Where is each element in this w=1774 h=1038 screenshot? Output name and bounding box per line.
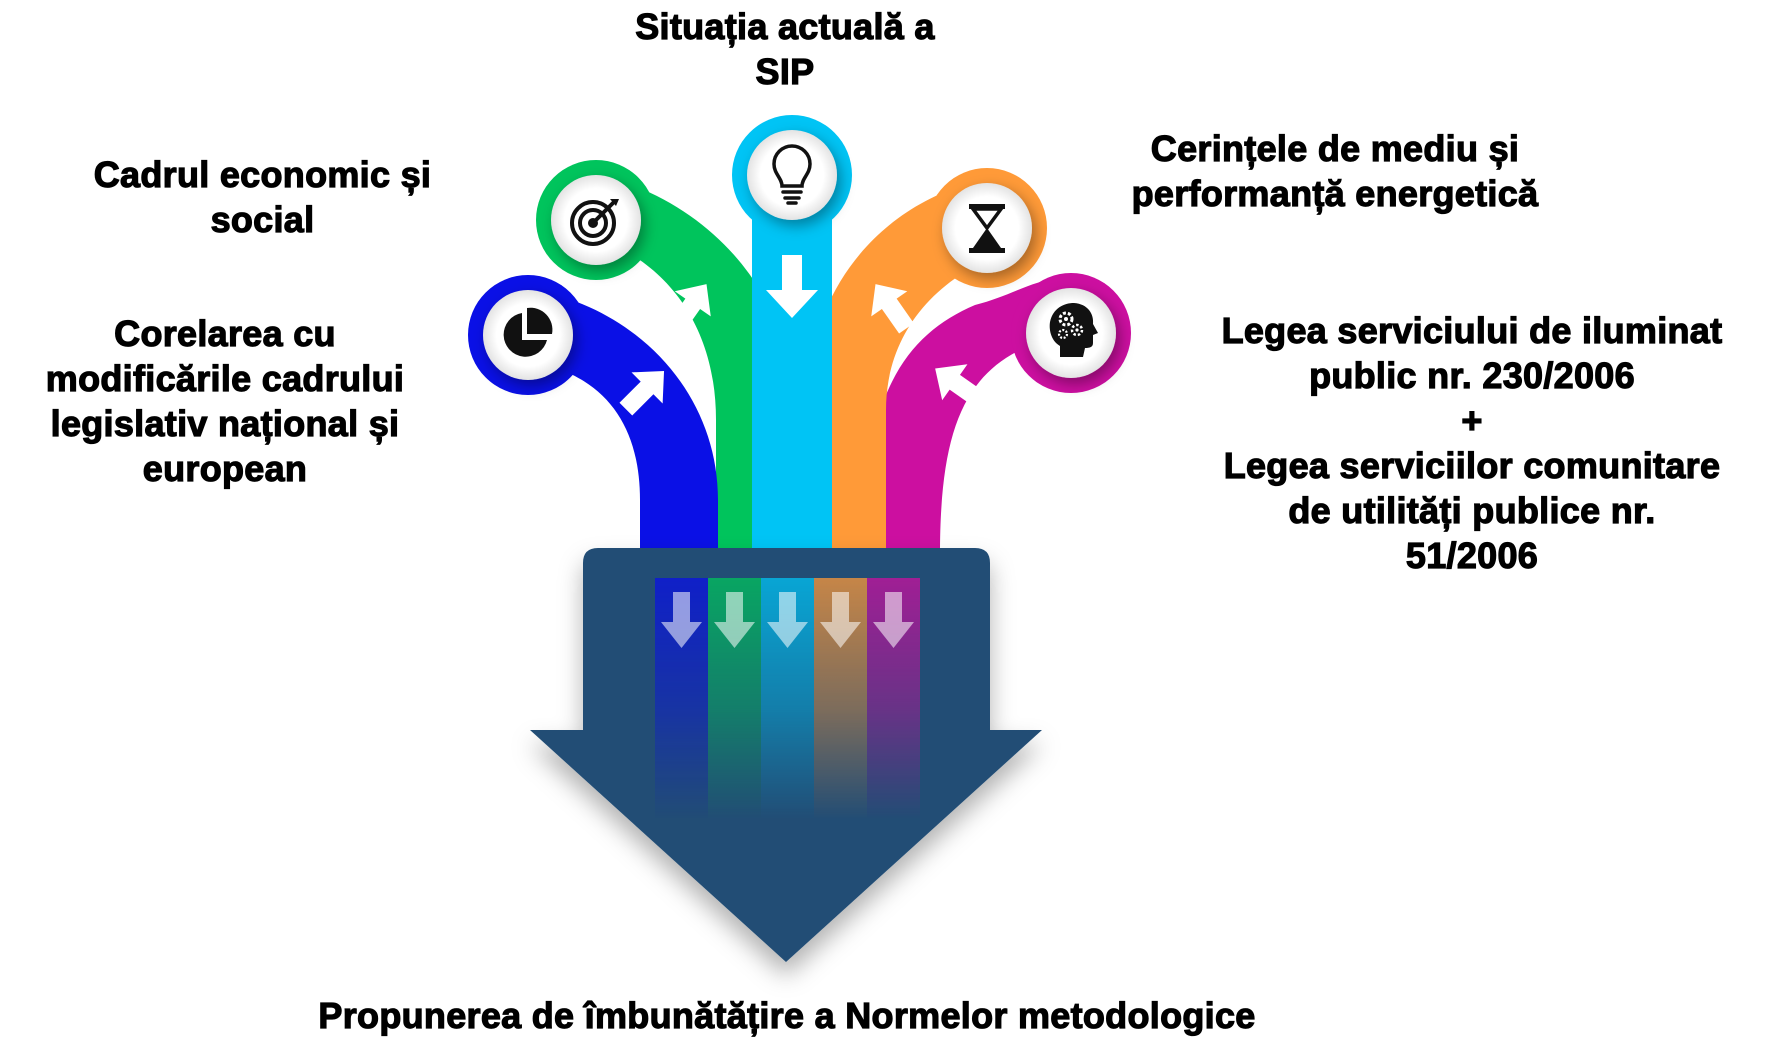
band-arrow-icon	[766, 255, 818, 318]
band-arrow-icon	[668, 284, 711, 334]
label-legea: Legea serviciului de iluminat public nr.…	[1172, 308, 1772, 578]
label-line: Cadrul economic și	[93, 153, 432, 195]
strip-arrow-icon	[714, 592, 755, 648]
band-magenta	[862, 279, 1080, 555]
label-line: de utilități publice nr.	[1288, 489, 1656, 531]
band-orange	[808, 185, 1030, 555]
label-line: legislativ național și	[50, 402, 400, 444]
pie-chart-icon	[503, 307, 553, 357]
badge-green	[536, 160, 656, 280]
label-line: european	[142, 447, 308, 489]
label-line: public nr. 230/2006	[1308, 354, 1635, 396]
label-line: modificările cadrului	[45, 357, 405, 399]
strip-arrow-icon	[661, 592, 702, 648]
target-icon	[570, 199, 619, 246]
label-situatia: Situația actuală a SIP	[570, 4, 1000, 94]
lightbulb-icon	[772, 144, 812, 205]
badge-blue	[468, 275, 588, 395]
band-arrow-icon	[935, 364, 985, 407]
badge-orange	[927, 168, 1047, 288]
strip-arrow-icon	[873, 592, 914, 648]
label-line: Cerințele de mediu și	[1150, 127, 1520, 169]
label-line: Propunerea de îmbunătățire a Normelor me…	[318, 994, 1256, 1036]
label-result: Propunerea de îmbunătățire a Normelor me…	[150, 993, 1424, 1038]
badge-magenta	[1011, 273, 1131, 393]
label-corelarea: Corelarea cu modificările cadrului legis…	[0, 311, 450, 491]
label-line: Corelarea cu	[114, 312, 337, 354]
badge-cyan	[732, 115, 852, 235]
label-line: social	[210, 198, 315, 240]
label-line: +	[1461, 399, 1483, 441]
band-green	[570, 175, 794, 555]
label-line: Legea serviciului de iluminat	[1221, 309, 1723, 351]
label-cerintele: Cerințele de mediu și performanță energe…	[1075, 126, 1595, 216]
strip-arrow-icon	[820, 592, 861, 648]
head-gears-icon	[1049, 303, 1098, 357]
label-line: 51/2006	[1405, 534, 1539, 576]
strip-arrow-icon	[767, 592, 808, 648]
band-arrow-icon	[871, 284, 914, 334]
band-arrow-icon	[619, 370, 665, 416]
hourglass-icon	[969, 204, 1005, 253]
label-line: performanță energetică	[1131, 172, 1539, 214]
label-line: SIP	[755, 50, 815, 92]
label-cadrul: Cadrul economic și social	[40, 152, 485, 242]
label-line: Situația actuală a	[635, 5, 935, 47]
label-line: Legea serviciilor comunitare	[1223, 444, 1721, 486]
